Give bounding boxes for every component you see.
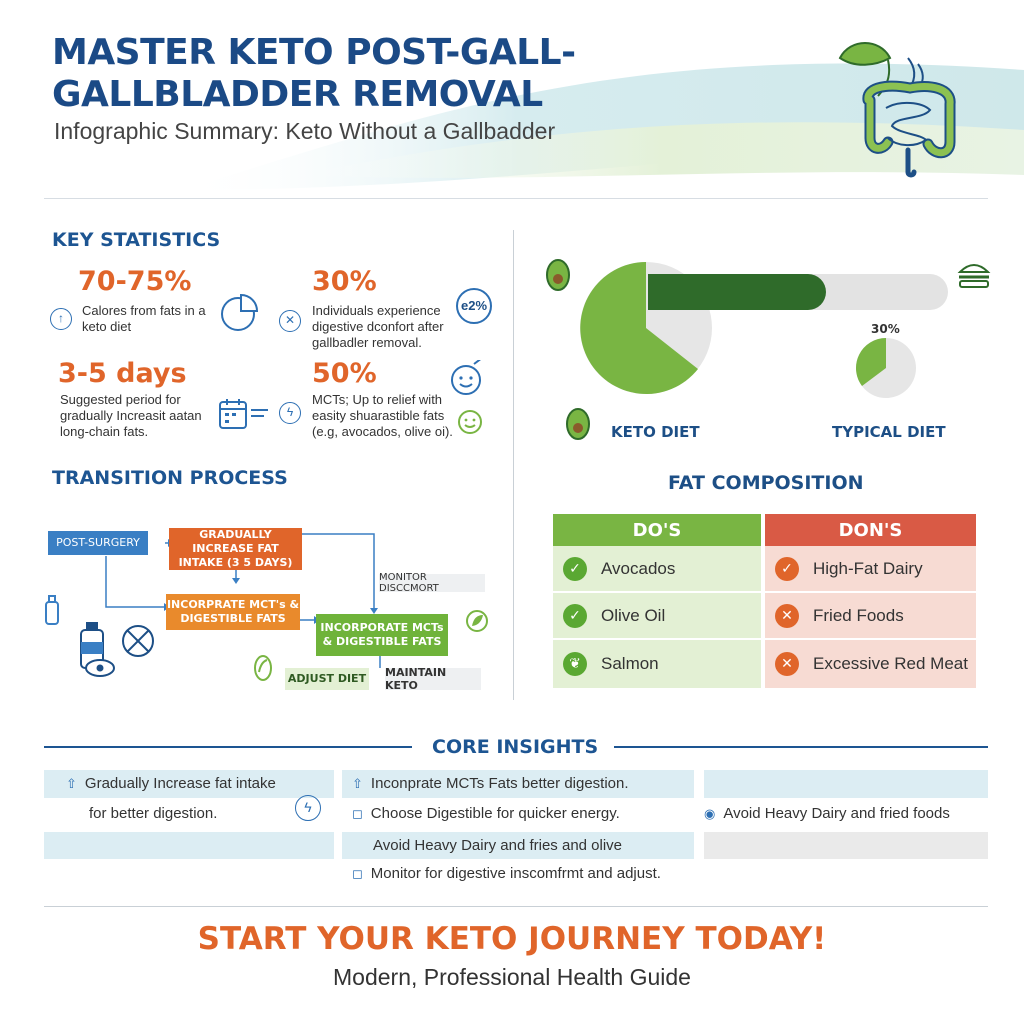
avocado-icon: [546, 259, 570, 291]
dos-column: DO'S ✓Avocados ✓Olive Oil ❦Salmon: [553, 514, 761, 688]
stat-desc-mct-relief: MCTs; Up to relief with easity shuarasti…: [312, 392, 453, 439]
insights-rule-right: [614, 746, 988, 748]
donts-column: DON'S ✓High-Fat Dairy ✕Fried Foods ✕Exce…: [765, 514, 976, 688]
donts-item: ✓High-Fat Dairy: [765, 546, 976, 593]
intestine-leaf-icon: [838, 42, 956, 178]
happy-face-icon: [451, 360, 482, 434]
burger-icon: [957, 264, 991, 288]
stat-desc-fat-calories: Calores from fats in a keto diet: [82, 303, 206, 334]
leaf-badge-icon: [466, 610, 488, 632]
pie-chart-icon: [221, 293, 259, 331]
arrow-up-icon: ⇧: [352, 776, 363, 791]
check-icon: ✓: [563, 556, 587, 581]
insight-item: for better digestion.: [89, 805, 218, 822]
insight-item: ◻Choose Digestible for quicker energy.: [352, 805, 620, 822]
header-wave-bg: [180, 63, 1024, 190]
footer-divider: [44, 906, 988, 907]
edit-icon: ◻: [352, 806, 363, 821]
arrow-up-icon: ↑: [50, 308, 72, 330]
fat-composition-visual: [546, 259, 991, 440]
insight-bg: [704, 770, 988, 798]
insight-bg: [44, 832, 334, 859]
stat-value-mct-relief: 50%: [312, 358, 377, 389]
avocado-small-icon: [254, 655, 272, 681]
typical-fat-percent: 30%: [871, 322, 900, 336]
stat-value-transition-days: 3-5 days: [58, 358, 187, 389]
fat-composition-heading: FAT COMPOSITION: [668, 472, 864, 494]
mct-bottle-icon: [80, 622, 115, 677]
insight-bg: [342, 770, 694, 798]
x-icon: ✕: [775, 603, 799, 628]
insight-item: ⇧Inconprate MCTs Fats better digestion.: [352, 775, 629, 792]
flow-step-incorporate-mcts: INCORPRATE MCT's & DIGESTIBLE FATS: [166, 594, 300, 630]
lightning-icon: ϟ: [279, 402, 301, 424]
insight-item: ⇧Gradually Increase fat intake: [66, 775, 276, 792]
flow-step-increase-fat: GRADUALLY INCREASE FAT INTAKE (3 5 DAYS): [169, 528, 302, 570]
insight-bg: [342, 832, 694, 859]
eye-icon: ◉: [704, 806, 716, 821]
flowchart-connectors: [45, 533, 488, 681]
typical-diet-label: TYPICAL DIET: [832, 423, 946, 441]
footer-tagline: Modern, Professional Health Guide: [333, 964, 691, 990]
arrow-up-icon: ⇧: [66, 776, 77, 791]
donts-item: ✕Fried Foods: [765, 593, 976, 640]
percent-badge-icon: e2%: [456, 288, 492, 324]
dos-item: ✓Avocados: [553, 546, 761, 593]
keto-diet-label: KETO DIET: [611, 423, 700, 441]
stat-desc-discomfort: Individuals experience digestive dconfor…: [312, 303, 444, 350]
check-icon: ✓: [775, 556, 799, 581]
column-divider: [513, 230, 514, 700]
flow-tag-adjust-diet: ADJUST DIET: [285, 668, 369, 690]
insight-bg: [704, 832, 988, 859]
core-insights-heading: CORE INSIGHTS: [432, 736, 599, 758]
stat-desc-transition-days: Suggested period for gradually Increasit…: [60, 392, 202, 439]
page-title: MASTER KETO POST-GALL-GALLBLADDER REMOVA…: [52, 32, 576, 115]
x-icon: ✕: [775, 651, 799, 676]
flow-tag-monitor: MONITOR DISCCMORT: [379, 572, 485, 594]
check-icon: ✓: [563, 603, 587, 628]
edit-icon: ◻: [352, 866, 363, 881]
donts-item: ✕Excessive Red Meat: [765, 640, 976, 687]
insight-item: Avoid Heavy Dairy and fries and olive: [373, 837, 623, 854]
donts-heading: DON'S: [765, 514, 976, 546]
header-divider: [44, 198, 988, 199]
flow-tag-maintain-keto: MAINTAIN KETO: [385, 666, 481, 692]
close-circle-icon: ✕: [279, 310, 301, 332]
insight-item: ◻Monitor for digestive inscomfrmt and ad…: [352, 865, 661, 882]
insights-rule-left: [44, 746, 412, 748]
stat-value-discomfort: 30%: [312, 266, 377, 297]
cta-heading: START YOUR KETO JOURNEY TODAY!: [197, 921, 827, 957]
flow-step-incorporate-mcts-2: INCORPORATE MCTs & DIGESTIBLE FATS: [316, 614, 448, 656]
insight-item: ◉Avoid Heavy Dairy and fried foods: [704, 805, 950, 822]
key-statistics-heading: KEY STATISTICS: [52, 229, 221, 251]
insight-bg: [44, 770, 334, 798]
page-subtitle: Infographic Summary: Keto Without a Gall…: [54, 118, 556, 144]
stat-value-fat-calories: 70-75%: [78, 266, 192, 297]
no-symbol-icon: [122, 625, 154, 657]
dos-item: ❦Salmon: [553, 640, 761, 687]
flow-step-post-surgery: POST-SURGERY: [48, 531, 148, 555]
dos-heading: DO'S: [553, 514, 761, 546]
calendar-icon: [219, 399, 268, 429]
leaf-icon: ❦: [563, 651, 587, 676]
transition-process-heading: TRANSITION PROCESS: [52, 467, 288, 489]
oil-bottle-icon: [45, 595, 59, 625]
lightning-icon: ϟ: [295, 795, 321, 821]
dos-item: ✓Olive Oil: [553, 593, 761, 640]
